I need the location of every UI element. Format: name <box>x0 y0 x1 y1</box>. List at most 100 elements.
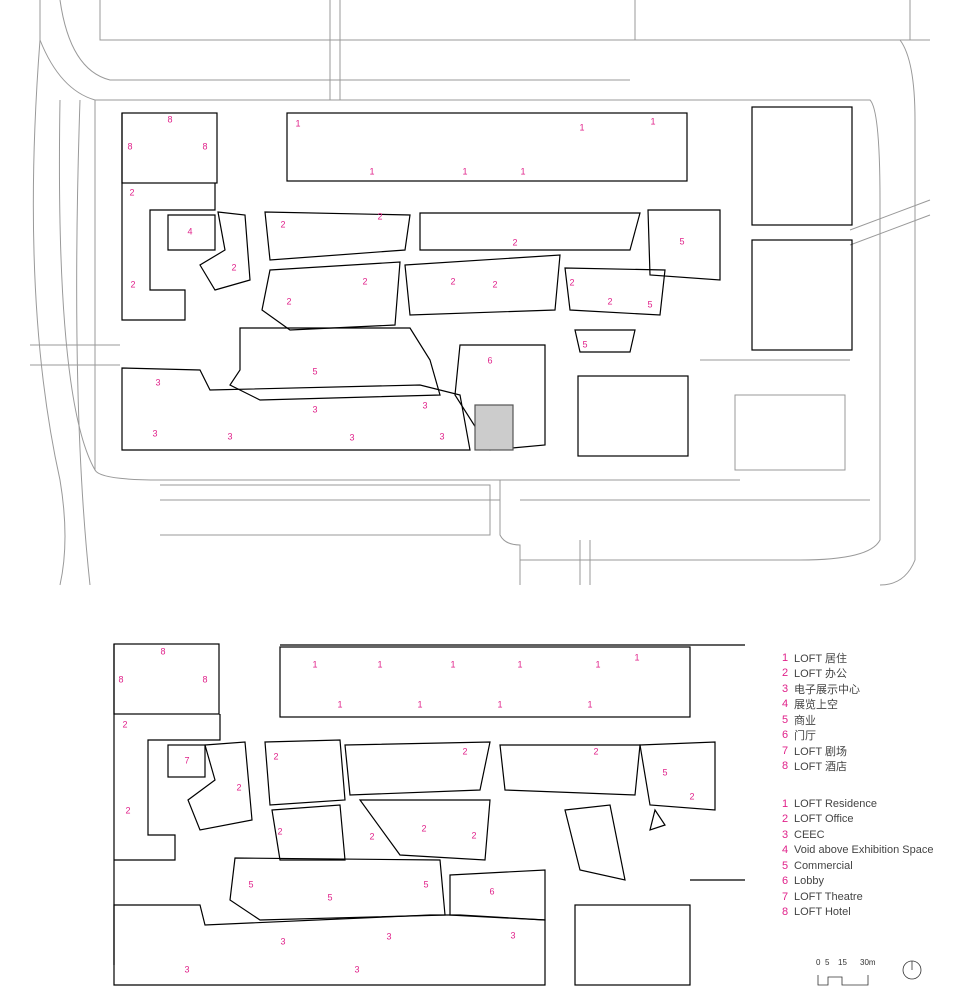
room-label: 2 <box>450 276 456 287</box>
room-label: 1 <box>377 659 383 670</box>
room-label: 1 <box>587 699 593 710</box>
legend-item: 8 LOFT Hotel <box>782 905 933 921</box>
legend-label: Lobby <box>794 875 824 888</box>
room-label: 2 <box>512 237 518 248</box>
room-label: 1 <box>497 699 503 710</box>
room-label: 1 <box>450 659 456 670</box>
legend-number: 8 <box>782 760 789 773</box>
room-label: 8 <box>202 674 208 685</box>
room-label: 2 <box>492 279 498 290</box>
room-label: 3 <box>227 431 233 442</box>
room-label: 2 <box>569 277 575 288</box>
legend-item: 8 LOFT 酒店 <box>782 759 860 775</box>
room-label: 2 <box>607 296 613 307</box>
room-label: 5 <box>423 879 429 890</box>
room-label: 8 <box>160 646 166 657</box>
room-label: 2 <box>689 791 695 802</box>
scale-tick: 30m <box>860 958 876 967</box>
room-label: 6 <box>487 355 493 366</box>
room-label: 2 <box>377 211 383 222</box>
room-label: 2 <box>421 823 427 834</box>
scale-tick: 0 <box>816 958 821 967</box>
room-label: 2 <box>231 262 237 273</box>
room-label: 3 <box>349 432 355 443</box>
legend-label: CEEC <box>794 828 825 841</box>
room-label: 1 <box>517 659 523 670</box>
room-label: 2 <box>593 746 599 757</box>
legend-label: LOFT 办公 <box>794 668 847 681</box>
legend-label: 商业 <box>794 714 816 727</box>
room-label: 1 <box>462 166 468 177</box>
room-label: 1 <box>595 659 601 670</box>
room-label: 2 <box>125 805 131 816</box>
room-label: 5 <box>248 879 254 890</box>
legend-label: 电子展示中心 <box>794 683 860 696</box>
room-label: 4 <box>187 226 193 237</box>
legend-number: 4 <box>782 844 789 857</box>
legend-label: LOFT Theatre <box>794 890 863 903</box>
room-label: 1 <box>520 166 526 177</box>
legend-item: 3 电子展示中心 <box>782 681 860 697</box>
legend-number: 6 <box>782 875 789 888</box>
room-label: 3 <box>280 936 286 947</box>
upper-plan-roads <box>30 0 931 586</box>
legend-number: 7 <box>782 744 789 757</box>
room-label: 5 <box>647 299 653 310</box>
legend-label: LOFT 酒店 <box>794 761 847 774</box>
room-label: 3 <box>422 400 428 411</box>
room-label: 2 <box>286 296 292 307</box>
room-label: 3 <box>510 930 516 941</box>
room-label: 3 <box>354 964 360 975</box>
room-label: 1 <box>650 116 656 127</box>
legend-item: 6 Lobby <box>782 874 933 890</box>
scale-tick: 5 <box>825 958 830 967</box>
room-label: 2 <box>280 219 286 230</box>
legend-label: LOFT 居住 <box>794 652 847 665</box>
legend-label: LOFT Residence <box>794 797 877 810</box>
room-label: 5 <box>582 339 588 350</box>
room-label: 5 <box>312 366 318 377</box>
room-label: 6 <box>489 886 495 897</box>
room-label: 1 <box>579 122 585 133</box>
room-label: 1 <box>337 699 343 710</box>
room-label: 3 <box>152 428 158 439</box>
room-label: 3 <box>155 377 161 388</box>
legend-item: 7 LOFT 剧场 <box>782 743 860 759</box>
legend-number: 3 <box>782 682 789 695</box>
room-label: 2 <box>362 276 368 287</box>
room-label: 8 <box>118 674 124 685</box>
scale-tick: 15 <box>838 958 847 967</box>
room-label: 1 <box>634 652 640 663</box>
room-label: 3 <box>386 931 392 942</box>
room-label: 3 <box>184 964 190 975</box>
room-label: 8 <box>167 114 173 125</box>
scale-bar <box>817 975 869 986</box>
north-arrow <box>902 960 922 980</box>
legend-number: 5 <box>782 713 789 726</box>
room-label: 5 <box>662 767 668 778</box>
legend-number: 1 <box>782 797 789 810</box>
legend-number: 5 <box>782 859 789 872</box>
legend-label: LOFT 剧场 <box>794 745 847 758</box>
room-label: 5 <box>327 892 333 903</box>
legend-number: 7 <box>782 890 789 903</box>
lower-plan-buildings <box>113 643 745 986</box>
legend-label: LOFT Office <box>794 813 854 826</box>
upper-plan-buildings <box>121 106 853 457</box>
legend-number: 8 <box>782 906 789 919</box>
legend-item: 7 LOFT Theatre <box>782 889 933 905</box>
legend-label: LOFT Hotel <box>794 906 851 919</box>
room-label: 2 <box>130 279 136 290</box>
legend-label: 展览上空 <box>794 699 838 712</box>
legend-item: 1 LOFT Residence <box>782 796 933 812</box>
